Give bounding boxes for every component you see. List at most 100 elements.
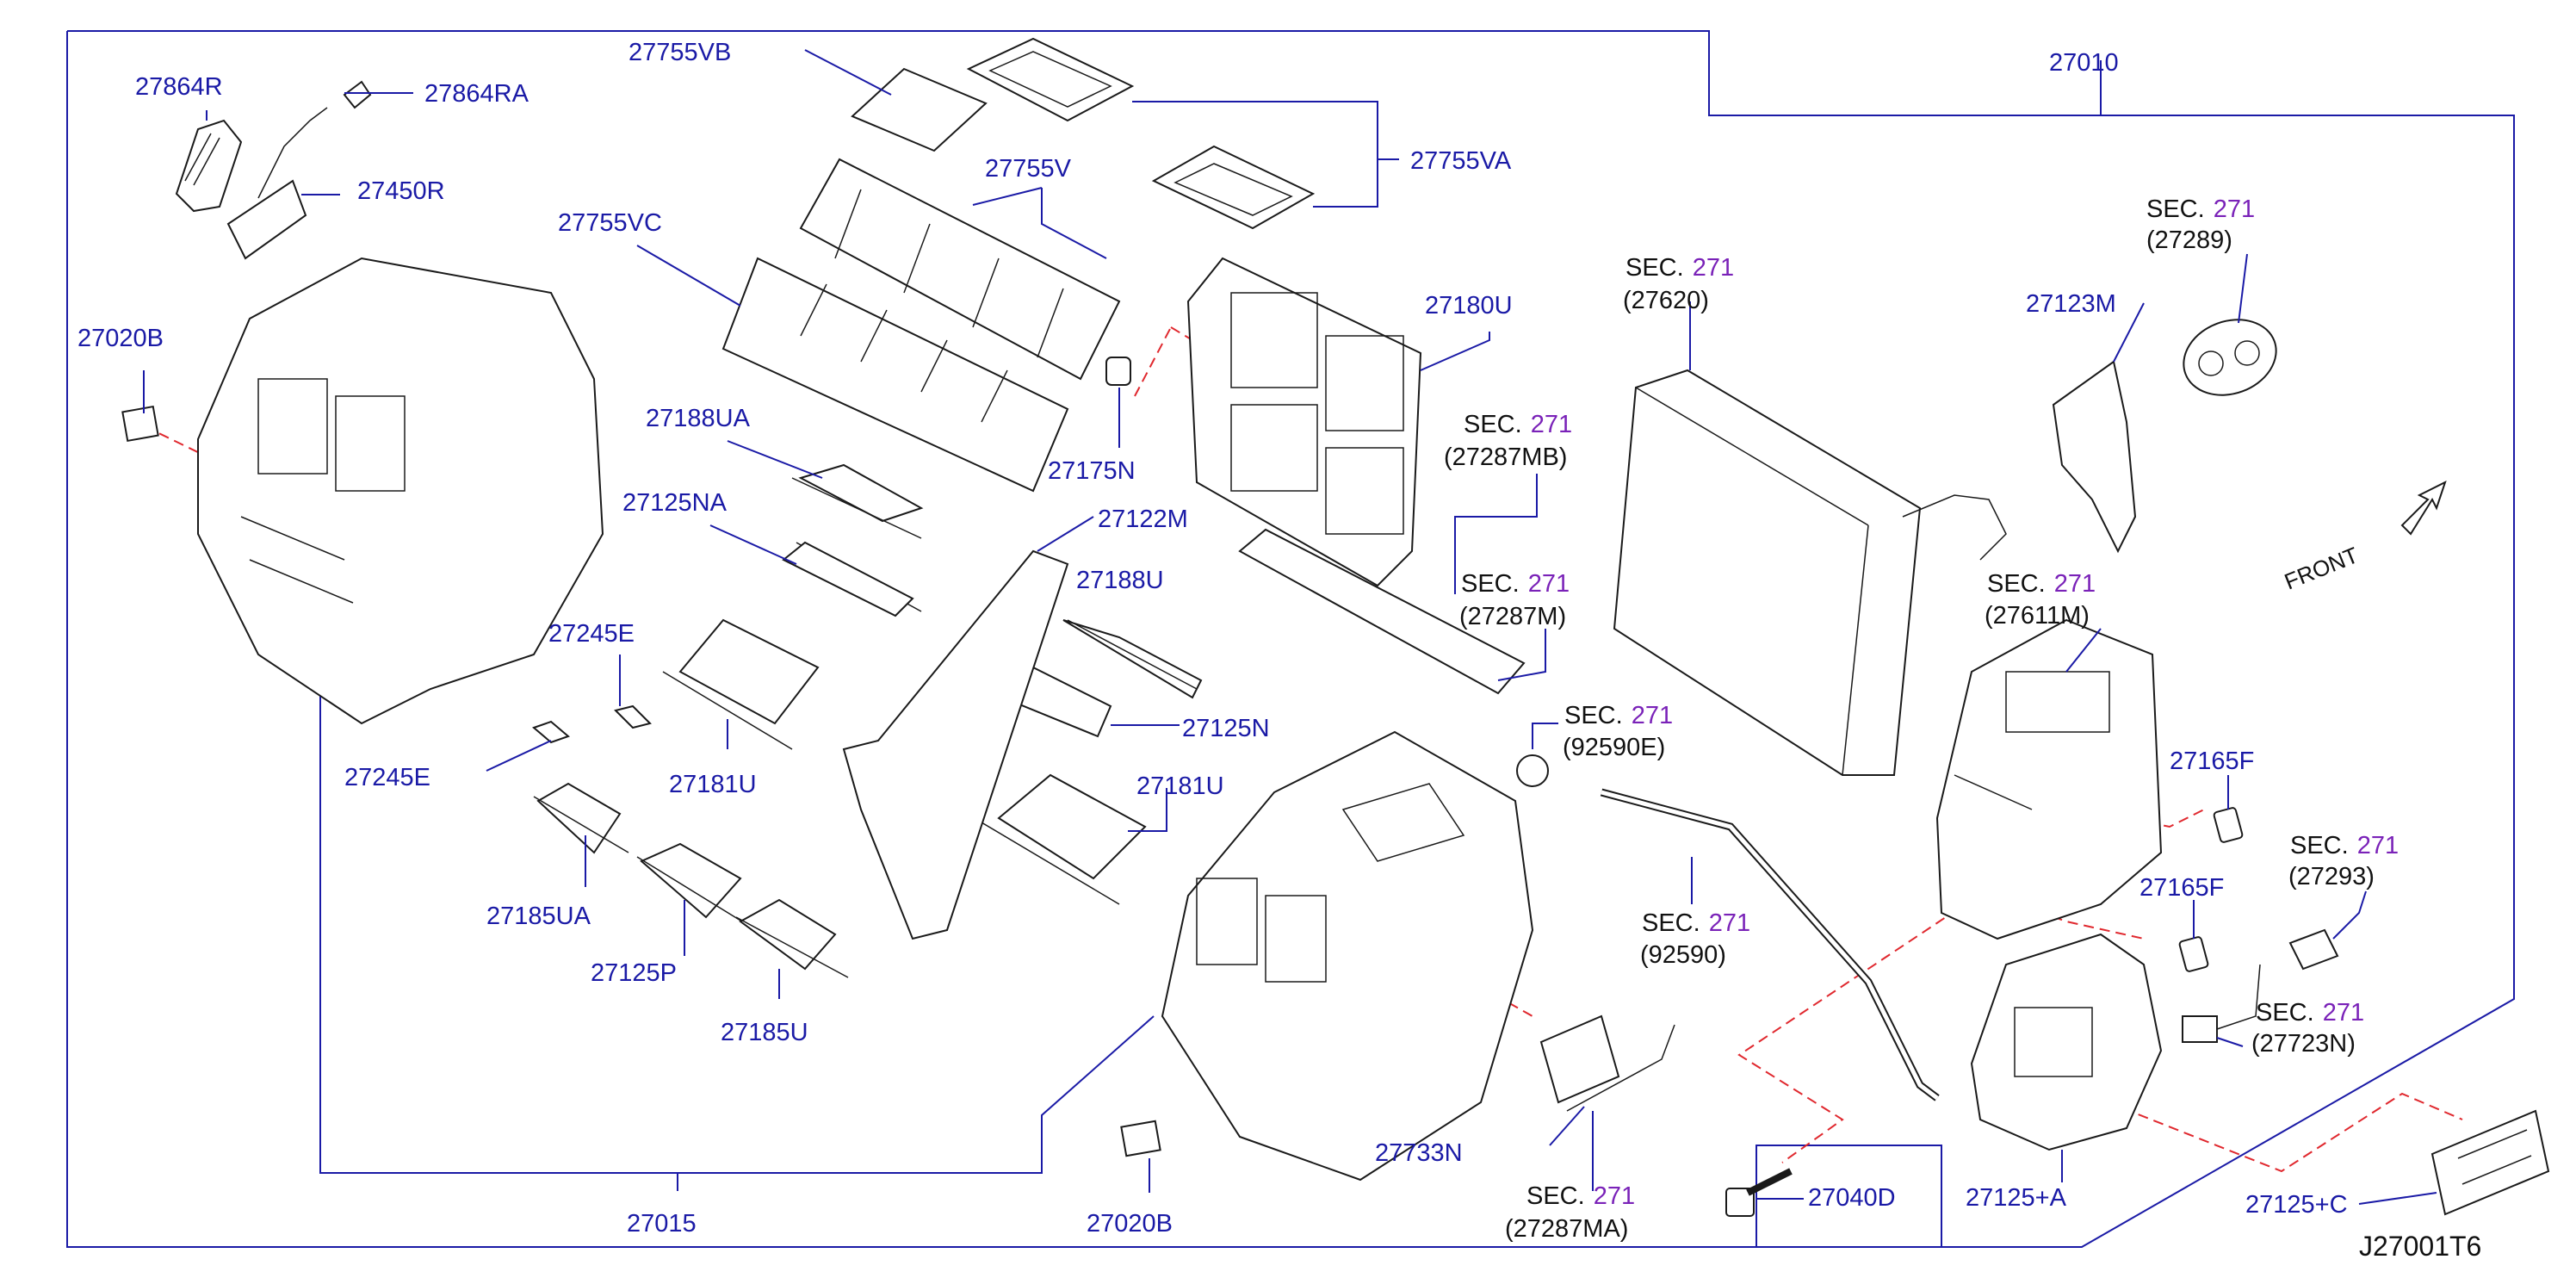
door-27181u-b-drawing	[981, 773, 1147, 905]
label-27020b-top: 27020B	[77, 325, 164, 352]
label-27185u: 27185U	[721, 1019, 808, 1046]
svg-text:SEC.271: SEC.271	[1625, 254, 1734, 282]
svg-text:SEC.271: SEC.271	[1526, 1182, 1635, 1210]
label-27020b-bottom: 27020B	[1087, 1210, 1173, 1238]
svg-text:(27293): (27293)	[2288, 863, 2375, 890]
label-27010: 27010	[2049, 49, 2119, 77]
filter-housing-27755v-drawing	[799, 158, 1121, 381]
bolt-27165f-b-drawing	[2178, 936, 2209, 972]
svg-text:SEC.271: SEC.271	[2290, 832, 2399, 859]
label-27125n: 27125N	[1182, 715, 1270, 742]
label-27165f-b: 27165F	[2139, 874, 2224, 902]
sec-27723n: SEC.271 (27723N)	[2251, 999, 2364, 1058]
front-label: FRONT	[2281, 542, 2362, 594]
label-27755va: 27755VA	[1410, 147, 1512, 175]
label-27245e-a: 27245E	[548, 620, 635, 648]
clip-27245e-b-drawing	[532, 720, 570, 744]
plug-27175n-drawing	[1105, 357, 1131, 386]
sec-27289: SEC.271 (27289)	[2146, 195, 2255, 254]
svg-text:SEC.271: SEC.271	[1464, 411, 1572, 438]
sec-92590: SEC.271 (92590)	[1640, 909, 1750, 969]
module-27125c-drawing	[2430, 1109, 2550, 1216]
motor-27733n-drawing	[1539, 1014, 1675, 1112]
label-27165f-a: 27165F	[2170, 748, 2254, 775]
svg-text:(27723N): (27723N)	[2251, 1030, 2356, 1058]
housing-left-drawing	[197, 257, 604, 725]
part-drawings	[121, 37, 2550, 1217]
label-27015: 27015	[627, 1210, 697, 1238]
bolt-27165f-a-drawing	[2213, 807, 2244, 843]
label-27245e-b: 27245E	[344, 764, 430, 791]
housing-main-drawing	[1161, 730, 1534, 1182]
label-27122m: 27122M	[1098, 506, 1188, 533]
door-27181u-a-drawing	[662, 618, 820, 750]
link-27122m-drawing	[842, 549, 1069, 940]
door-27185u-drawing	[739, 898, 837, 971]
clip-27245e-a-drawing	[614, 704, 652, 729]
resistor-27450r-drawing	[226, 107, 328, 260]
label-27040d: 27040D	[1808, 1184, 1896, 1212]
svg-text:(27620): (27620)	[1623, 287, 1709, 314]
sensor-27293-drawing	[2288, 928, 2339, 971]
label-27450r: 27450R	[357, 177, 445, 205]
label-27864ra: 27864RA	[424, 80, 529, 108]
svg-text:(27287MA): (27287MA)	[1505, 1215, 1628, 1243]
label-27175n: 27175N	[1048, 457, 1136, 485]
sec-27287ma: SEC.271 (27287MA)	[1505, 1182, 1635, 1243]
filter-27755vb-drawing	[851, 67, 988, 152]
frame-27755va-drawing	[966, 37, 1316, 230]
label-27755vc: 27755VC	[558, 209, 662, 237]
duct-27123m-drawing	[2052, 360, 2137, 554]
label-27733n: 27733N	[1375, 1139, 1463, 1167]
harness-27723n-drawing	[2182, 964, 2261, 1043]
label-27755vb: 27755VB	[629, 39, 731, 66]
clip-27020b-bottom-drawing	[1120, 1120, 1161, 1157]
svg-text:(92590E): (92590E)	[1563, 734, 1665, 761]
sec-27293: SEC.271 (27293)	[2288, 832, 2399, 890]
label-27125p: 27125P	[591, 959, 677, 987]
label-27125a: 27125+A	[1966, 1184, 2067, 1212]
svg-text:SEC.271: SEC.271	[1564, 702, 1673, 729]
frame-lines	[66, 30, 2515, 1248]
label-27864r: 27864R	[135, 73, 223, 101]
label-27125na: 27125NA	[622, 489, 728, 517]
label-27185ua: 27185UA	[486, 903, 591, 930]
case-27611m-drawing	[1935, 618, 2163, 940]
leader-lines	[143, 49, 2437, 1205]
door-frame-27180u-drawing	[1186, 257, 1422, 587]
label-27180u: 27180U	[1425, 292, 1513, 320]
svg-text:SEC.271: SEC.271	[1987, 570, 2096, 598]
label-27181u-b: 27181U	[1136, 772, 1224, 800]
door-27185ua-drawing	[536, 782, 622, 854]
sec-27611m: SEC.271 (27611M)	[1985, 570, 2096, 630]
door-27188ua-drawing	[791, 463, 924, 539]
sec-27287mb: SEC.271 (27287MB)	[1444, 411, 1572, 471]
clip-27864ra-drawing	[343, 80, 372, 109]
tray-27755vc-drawing	[721, 257, 1069, 493]
label-27123m: 27123M	[2026, 290, 2116, 318]
front-arrow-icon	[2400, 481, 2447, 536]
svg-text:(27287M): (27287M)	[1459, 603, 1566, 630]
label-27188u: 27188U	[1076, 567, 1164, 594]
screw-27040d-drawing	[1725, 1168, 1793, 1217]
svg-text:(92590): (92590)	[1640, 941, 1726, 969]
sec-27287m: SEC.271 (27287M)	[1459, 570, 1570, 630]
sensor-27864r-drawing	[175, 119, 243, 213]
shaft-27125na-drawing	[782, 541, 922, 617]
sec-92590e: SEC.271 (92590E)	[1563, 702, 1673, 761]
grommet-27289-drawing	[2183, 319, 2277, 396]
svg-text:(27287MB): (27287MB)	[1444, 444, 1567, 471]
section-references: SEC.271 (27620) SEC.271 (27287MB) SEC.27…	[1444, 195, 2399, 1243]
label-27125c: 27125+C	[2245, 1191, 2348, 1219]
label-27755v: 27755V	[985, 155, 1072, 183]
svg-text:SEC.271: SEC.271	[2256, 999, 2364, 1027]
duct-27287m-drawing	[1238, 528, 1526, 695]
hose-92590-inner-drawing	[1601, 790, 1939, 1100]
label-27188ua: 27188UA	[646, 405, 751, 432]
clip-92590e-drawing	[1516, 754, 1549, 787]
unit-27125a-drawing	[1970, 933, 2163, 1151]
diagram-id: J27001T6	[2359, 1231, 2481, 1262]
evaporator-27620-drawing	[1613, 369, 2007, 776]
part-labels: 27864R 27864RA 27450R 27755VB 27755VA 27…	[77, 39, 2348, 1238]
